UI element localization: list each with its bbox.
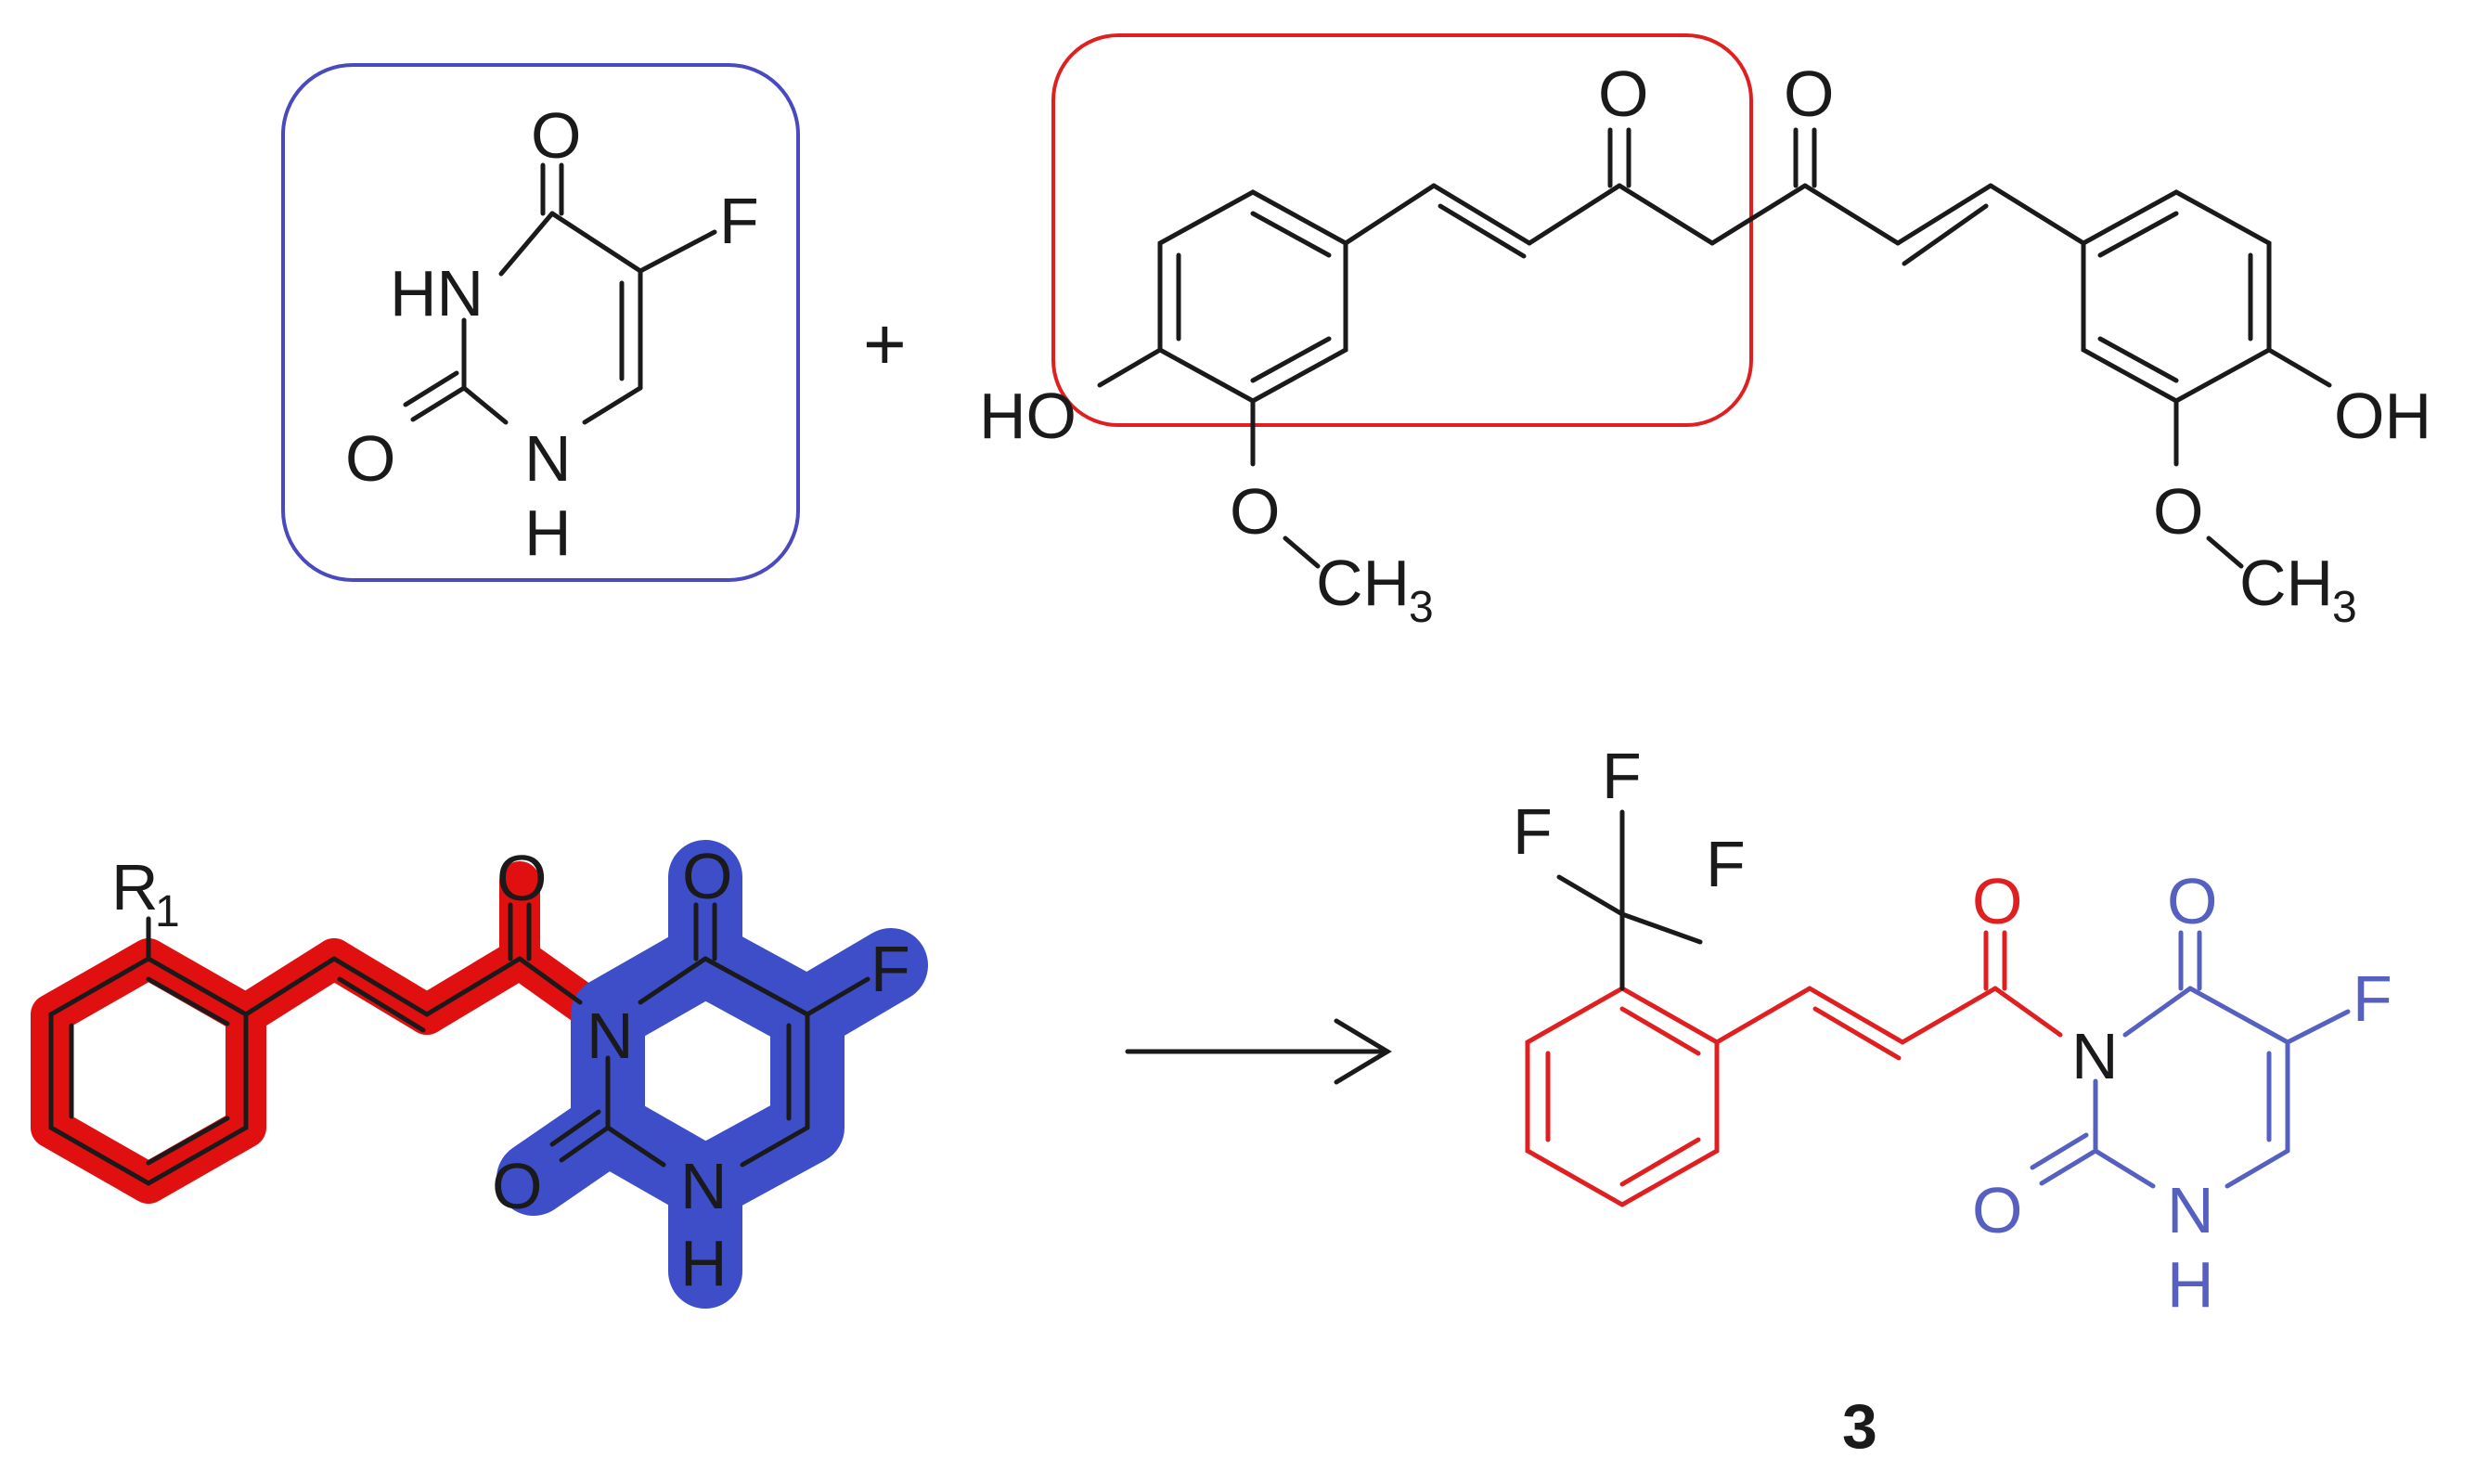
atom-f: F [1706,828,1746,900]
atom-h: H [2167,1248,2214,1321]
atom-o: O [1972,865,2022,937]
atom-o: O [1230,475,1280,548]
atom-f: F [1513,795,1553,868]
atom-n: N [2167,1174,2214,1246]
atom-o: O [2153,475,2203,548]
atom-h: H [680,1227,728,1299]
curcumin-structure [1051,33,2332,569]
atom-o: O [1598,58,1648,130]
product-labels: F F F O N O F O N H [1513,740,2392,1321]
atom-h: H [524,497,572,569]
hybrid-structure [48,902,870,1186]
atom-o: O [1972,1174,2022,1246]
hybrid-labels: R 1 O N O F O N H [111,840,910,1299]
atom-f: F [719,185,759,257]
atom-o: O [496,842,547,914]
blue-highlight-box [281,63,800,582]
atom-o: O [531,99,581,172]
compound-label: 3 [1842,1391,1877,1462]
atom-hn: HN [390,257,484,329]
product-blue-fragment [2030,930,2351,1189]
atom-n: N [2071,1020,2119,1092]
curcumin-labels: O O HO OH O CH 3 O CH 3 [979,58,2431,632]
atom-f: F [870,933,910,1005]
reaction-arrow [1125,1018,1392,1085]
fluorouracil-structure [281,63,800,582]
atom-r: R [111,851,159,923]
atom-n: N [587,1000,634,1072]
atom-n: N [680,1150,728,1222]
plus-sign: + [863,303,907,385]
atom-ch: CH [1316,547,1410,619]
atom-subscript: 3 [1409,583,1434,632]
atom-o: O [1784,58,1834,130]
atom-n: N [524,422,572,495]
product-cf3-group [1556,809,1703,991]
atom-o: O [2167,865,2217,937]
atom-subscript: 1 [155,887,180,936]
atom-o: O [492,1150,542,1222]
atom-ch: CH [2239,547,2333,619]
atom-f: F [2353,962,2392,1035]
atom-ho: HO [979,380,1077,452]
atom-oh: OH [2334,380,2431,452]
product-red-fragment [1525,930,2063,1207]
atom-o: O [345,422,395,495]
atom-o: O [682,840,732,912]
atom-f: F [1602,740,1642,812]
fluorouracil-labels: O HN F O N H [345,99,759,569]
atom-subscript: 3 [2332,583,2357,632]
red-highlight-box [1051,33,1753,427]
